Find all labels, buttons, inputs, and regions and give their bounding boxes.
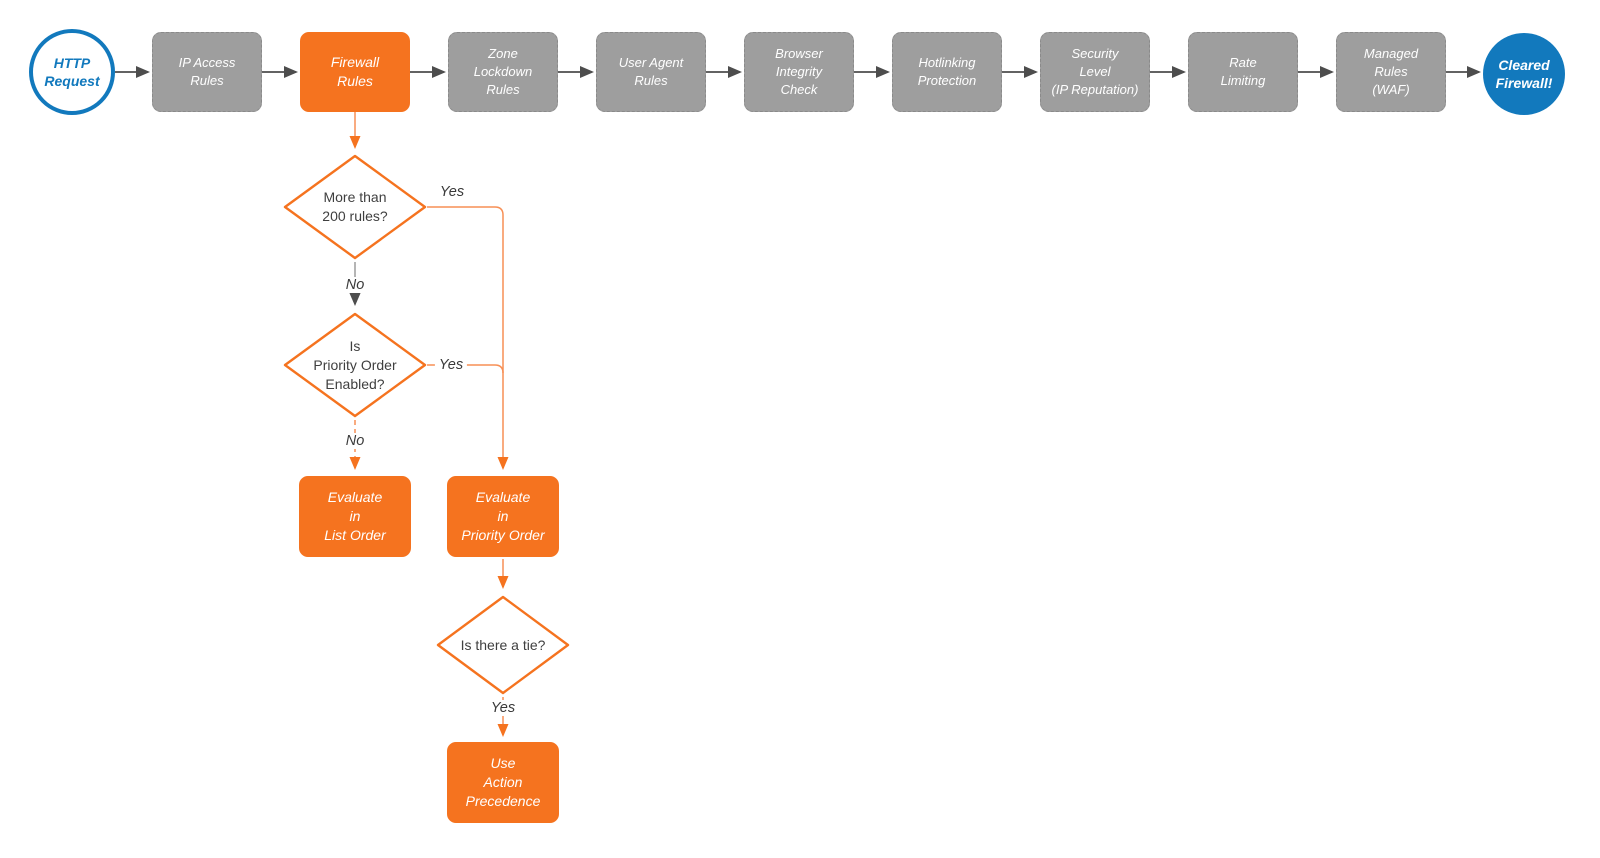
edge-label-no-1: No <box>341 277 369 293</box>
edge-decision2-yes-join <box>427 364 504 374</box>
edge-decision1-yes-to-evaluate-priority <box>427 206 509 470</box>
node-http-request: HTTP Request <box>29 29 115 115</box>
decision-label: Is Priority Order Enabled? <box>313 337 397 392</box>
node-hotlinking-protection: Hotlinking Protection <box>892 32 1002 112</box>
node-cleared-firewall: Cleared Firewall! <box>1483 33 1565 115</box>
node-rate-limiting: Rate Limiting <box>1188 32 1298 112</box>
decision-label: Is there a tie? <box>460 636 546 653</box>
node-zone-lockdown-rules: Zone Lockdown Rules <box>448 32 558 112</box>
node-user-agent-rules: User Agent Rules <box>596 32 706 112</box>
node-evaluate-in-list-order: Evaluate in List Order <box>299 476 411 557</box>
diamond-shape <box>436 595 570 695</box>
node-ip-access-rules: IP Access Rules <box>152 32 262 112</box>
edge-label-yes-1: Yes <box>439 184 465 200</box>
edge-label-yes-2: Yes <box>434 357 468 373</box>
edge-label-yes-3: Yes <box>486 700 520 716</box>
node-managed-rules-waf: Managed Rules (WAF) <box>1336 32 1446 112</box>
decision-more-than-200-rules: More than 200 rules? <box>283 154 427 260</box>
node-evaluate-in-priority-order: Evaluate in Priority Order <box>447 476 559 557</box>
node-use-action-precedence: Use Action Precedence <box>447 742 559 823</box>
diamond-shape <box>283 312 427 418</box>
diamond-shape <box>283 154 427 260</box>
edge-label-no-2: No <box>341 433 369 449</box>
decision-is-there-a-tie: Is there a tie? <box>436 595 570 695</box>
node-browser-integrity-check: Browser Integrity Check <box>744 32 854 112</box>
decision-label: More than 200 rules? <box>322 189 388 224</box>
node-security-level: Security Level (IP Reputation) <box>1040 32 1150 112</box>
node-firewall-rules: Firewall Rules <box>300 32 410 112</box>
decision-priority-order-enabled: Is Priority Order Enabled? <box>283 312 427 418</box>
